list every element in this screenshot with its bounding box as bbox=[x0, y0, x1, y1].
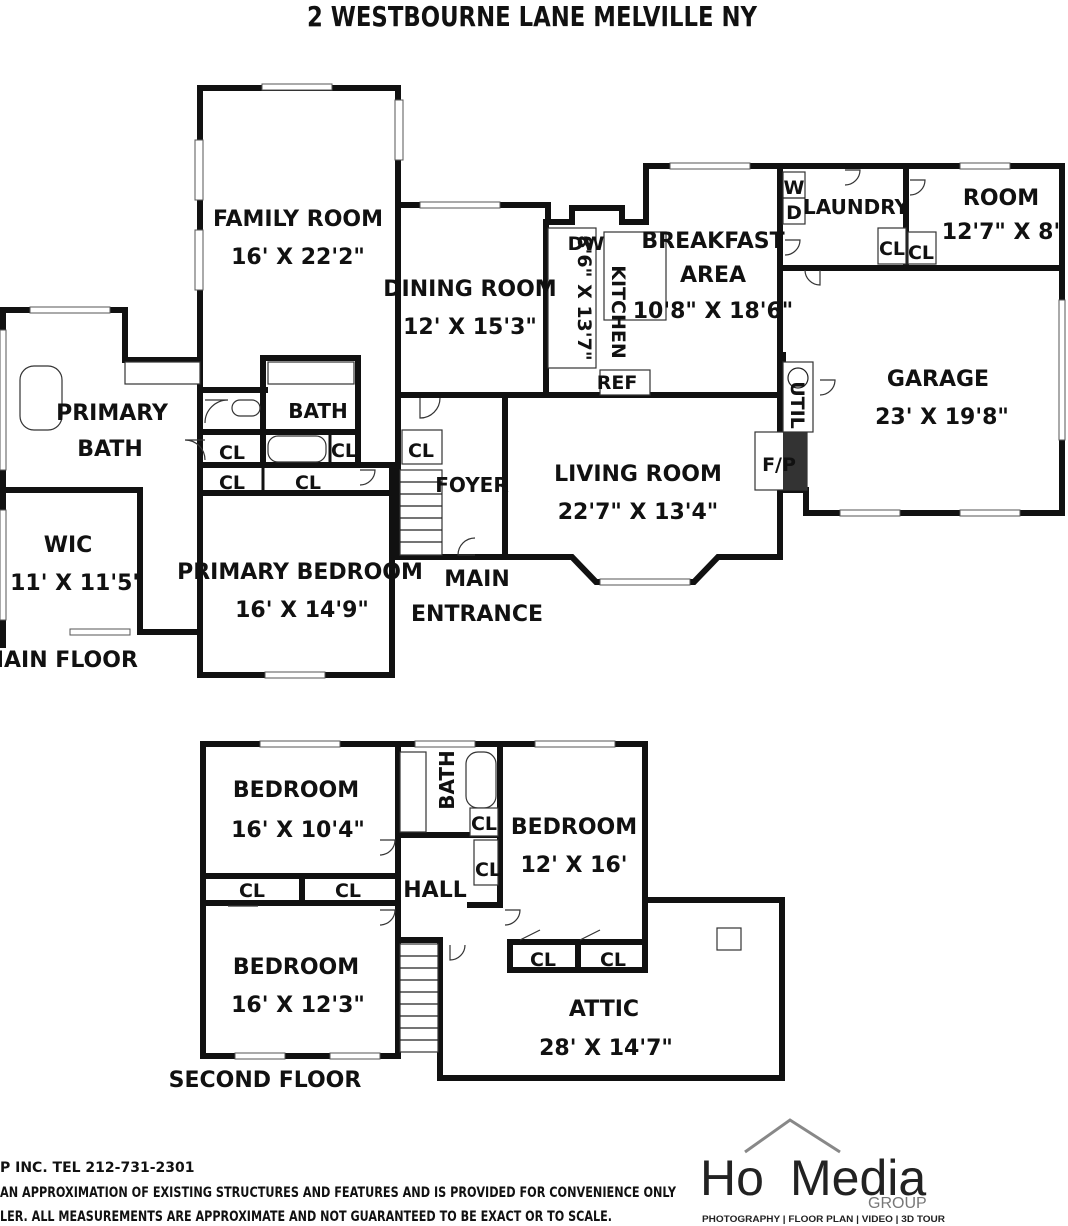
second-floor-interior bbox=[228, 740, 742, 1060]
closet-label-1: CL bbox=[219, 442, 245, 464]
main-entrance-label-2: ENTRANCE bbox=[411, 602, 543, 627]
tub-icon bbox=[19, 365, 63, 431]
main-stairs bbox=[399, 469, 443, 556]
closet-label-6: CL bbox=[879, 238, 905, 260]
dishwasher-label: DW bbox=[568, 233, 605, 255]
closet-label-4: CL bbox=[295, 472, 321, 494]
dining-room-size: 12' X 15'3" bbox=[403, 315, 537, 340]
living-room-label: LIVING ROOM bbox=[554, 462, 722, 487]
main-entrance-label: MAIN bbox=[444, 567, 510, 592]
closet-label-11: CL bbox=[475, 859, 501, 881]
wic-size: 11' X 11'5" bbox=[10, 571, 144, 596]
laundry-label: LAUNDRY bbox=[803, 195, 909, 219]
family-room-size: 16' X 22'2" bbox=[231, 245, 365, 270]
primary-bedroom-size: 16' X 14'9" bbox=[235, 598, 369, 623]
dining-room-label: DINING ROOM bbox=[383, 277, 556, 302]
plan-title: 2 WESTBOURNE LANE MELVILLE NY bbox=[307, 0, 758, 33]
second-floor-label: SECOND FLOOR bbox=[169, 1068, 362, 1093]
logo-tagline: PHOTOGRAPHY | FLOOR PLAN | VIDEO | 3D TO… bbox=[702, 1214, 946, 1224]
main-floor-label: MAIN FLOOR bbox=[0, 648, 138, 673]
bathtub-icon bbox=[267, 435, 327, 463]
closet-label-3: CL bbox=[219, 472, 245, 494]
main-floor-interior bbox=[0, 83, 1066, 679]
closet-label-13: CL bbox=[600, 949, 626, 971]
upper-bath-label: BATH bbox=[435, 750, 459, 810]
bedroom-1-size: 16' X 10'4" bbox=[231, 818, 365, 843]
closet-label-7: CL bbox=[908, 242, 934, 264]
logo-media: Media bbox=[790, 1150, 926, 1206]
closet-label-8: CL bbox=[239, 880, 265, 902]
homedia-logo: Ho Media GROUP PHOTOGRAPHY | FLOOR PLAN … bbox=[700, 1118, 946, 1224]
upper-tub-icon bbox=[465, 751, 497, 809]
upper-stairs bbox=[399, 943, 439, 1053]
roof-icon bbox=[744, 1118, 841, 1154]
garage-label: GARAGE bbox=[887, 367, 989, 392]
kitchen-label: KITCHEN bbox=[607, 265, 629, 358]
bedroom-3-size: 12' X 16' bbox=[521, 853, 628, 878]
utility-label: UTIL bbox=[786, 381, 808, 429]
foyer-label: FOYER bbox=[435, 473, 509, 497]
closet-label-9: CL bbox=[335, 880, 361, 902]
fireplace-label: F/P bbox=[762, 454, 796, 476]
footer-line-3: LER. ALL MEASUREMENTS ARE APPROXIMATE AN… bbox=[0, 1209, 612, 1225]
family-room-label: FAMILY ROOM bbox=[213, 207, 383, 232]
dryer-label: D bbox=[786, 202, 802, 224]
attic-size: 28' X 14'7" bbox=[539, 1036, 673, 1061]
closet-label-12: CL bbox=[530, 949, 556, 971]
primary-bath-label: PRIMARY bbox=[56, 401, 169, 426]
primary-bath-label-2: BATH bbox=[77, 437, 143, 462]
refrigerator-label: REF bbox=[597, 372, 638, 394]
garage-size: 23' X 19'8" bbox=[875, 405, 1009, 430]
room-size: 12'7" X 8' bbox=[942, 220, 1060, 245]
bedroom-2-size: 16' X 12'3" bbox=[231, 993, 365, 1018]
bedroom-1-label: BEDROOM bbox=[233, 778, 359, 803]
breakfast-size: 10'8" X 18'6" bbox=[633, 299, 794, 324]
washer-label: W bbox=[784, 177, 805, 199]
breakfast-label: BREAKFAST bbox=[641, 229, 784, 254]
attic-label: ATTIC bbox=[569, 997, 639, 1022]
primary-bedroom-label: PRIMARY BEDROOM bbox=[177, 560, 423, 585]
footer-line-2: AN APPROXIMATION OF EXISTING STRUCTURES … bbox=[0, 1185, 677, 1201]
logo-ho: Ho bbox=[700, 1150, 764, 1206]
kitchen-size: 8'6" X 13'7" bbox=[573, 235, 595, 360]
bedroom-2-label: BEDROOM bbox=[233, 955, 359, 980]
footer-line-1: P INC. TEL 212-731-2301 bbox=[0, 1160, 194, 1176]
wic-label: WIC bbox=[44, 533, 93, 558]
logo-group: GROUP bbox=[868, 1195, 927, 1212]
closet-label-10: CL bbox=[471, 813, 497, 835]
living-room-size: 22'7" X 13'4" bbox=[558, 500, 719, 525]
hall-label: HALL bbox=[403, 878, 466, 903]
breakfast-label-2: AREA bbox=[680, 263, 746, 288]
bedroom-3-label: BEDROOM bbox=[511, 815, 637, 840]
bath-label: BATH bbox=[288, 399, 348, 423]
room-label: ROOM bbox=[963, 186, 1039, 211]
closet-label-5: CL bbox=[408, 440, 434, 462]
toilet-icon bbox=[231, 399, 261, 417]
closet-label-2: CL bbox=[331, 440, 357, 462]
